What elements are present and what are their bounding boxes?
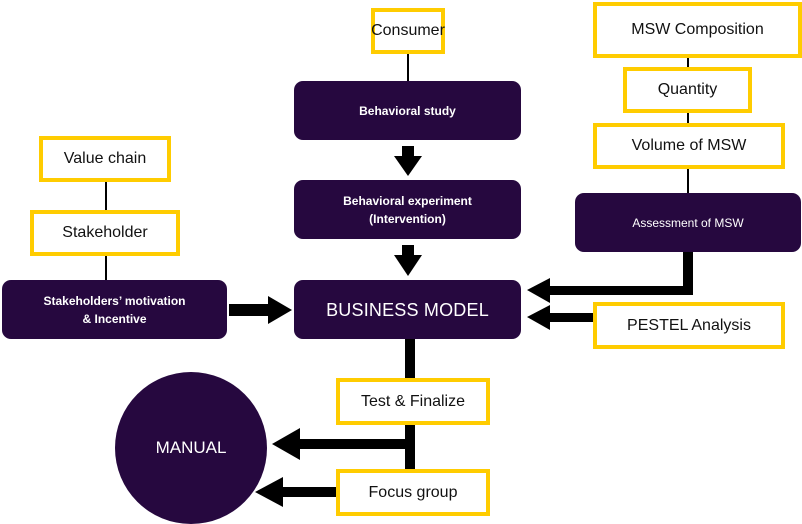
- node-behavioral-experiment-label-1: Behavioral experiment: [343, 193, 472, 208]
- node-focus-group: Focus group: [336, 469, 490, 516]
- arrow-test-to-manual: [272, 428, 415, 460]
- node-consumer: Consumer: [371, 8, 445, 54]
- arrow-experiment-to-business-model: [394, 245, 422, 276]
- node-stakeholder-label: Stakeholder: [62, 224, 148, 241]
- node-test-finalize-label: Test & Finalize: [360, 392, 466, 410]
- node-volume-of-msw-label: Volume of MSW: [631, 137, 747, 154]
- node-behavioral-study: Behavioral study: [294, 81, 521, 140]
- node-stakeholders-motivation-label-2: & Incentive: [82, 311, 147, 326]
- node-assessment-of-msw-label: Assessment of MSW: [632, 215, 744, 230]
- node-stakeholders-motivation: Stakeholders’ motivation & Incentive: [2, 280, 227, 339]
- arrow-assessment-to-business-model: [527, 252, 693, 303]
- node-assessment-of-msw: Assessment of MSW: [575, 193, 801, 252]
- node-business-model-label: BUSINESS MODEL: [326, 299, 489, 320]
- node-focus-group-label: Focus group: [368, 483, 458, 501]
- node-volume-of-msw: Volume of MSW: [593, 123, 785, 169]
- node-quantity-label: Quantity: [657, 81, 718, 98]
- node-behavioral-study-label: Behavioral study: [359, 103, 456, 118]
- node-stakeholders-motivation-label-1: Stakeholders’ motivation: [43, 293, 186, 308]
- node-manual: MANUAL: [115, 372, 267, 524]
- node-msw-composition-label: MSW Composition: [631, 21, 764, 38]
- node-value-chain-label: Value chain: [63, 150, 147, 167]
- node-test-finalize: Test & Finalize: [336, 378, 490, 425]
- node-consumer-label: Consumer: [371, 22, 445, 39]
- node-behavioral-experiment: Behavioral experiment (Intervention): [294, 180, 521, 239]
- node-business-model: BUSINESS MODEL: [294, 280, 521, 339]
- node-msw-composition: MSW Composition: [593, 2, 802, 58]
- edge-business-model-to-test: [405, 339, 415, 379]
- node-behavioral-experiment-label-2: (Intervention): [369, 211, 446, 226]
- node-quantity: Quantity: [623, 67, 752, 113]
- node-manual-label: MANUAL: [155, 438, 227, 457]
- node-pestel-analysis-label: PESTEL Analysis: [627, 316, 751, 334]
- arrow-motivation-to-business-model: [229, 296, 292, 324]
- node-stakeholder: Stakeholder: [30, 210, 180, 256]
- node-pestel-analysis: PESTEL Analysis: [593, 302, 785, 349]
- arrow-pestel-to-business-model: [527, 305, 594, 330]
- arrow-focus-group-to-manual: [255, 477, 338, 507]
- node-value-chain: Value chain: [39, 136, 171, 182]
- arrow-study-to-experiment: [394, 146, 422, 176]
